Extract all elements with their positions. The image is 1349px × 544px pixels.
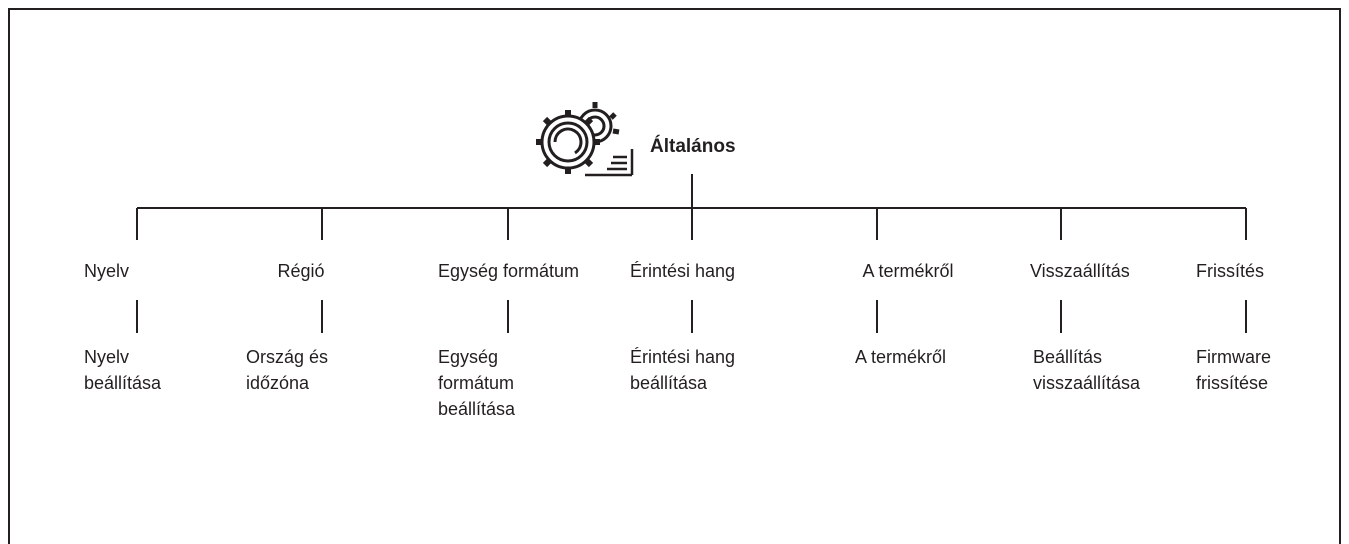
category-label: A termékről [862,261,954,281]
setting-item: Egység formátum beállítása [438,347,516,419]
setting-item: A termékről [855,347,947,367]
setting-item: Firmware frissítése [1196,347,1271,393]
category-label: Frissítés [1196,261,1265,281]
setting-item: Beállítás visszaállítása [1033,347,1141,393]
category-label: Nyelv [84,261,130,281]
root-title: Általános [650,136,736,157]
category-label: Visszaállítás [1030,261,1130,281]
category-label: Egység formátum [438,261,580,281]
category-label: Érintési hang [630,261,736,281]
settings-gears-icon [536,102,634,177]
diagram-frame [8,8,1341,544]
category-label: Régió [277,261,325,281]
setting-item: Érintési hang beállítása [630,347,736,393]
setting-item: Ország és időzóna [246,347,329,393]
setting-item: Nyelv beállítása [84,347,162,393]
